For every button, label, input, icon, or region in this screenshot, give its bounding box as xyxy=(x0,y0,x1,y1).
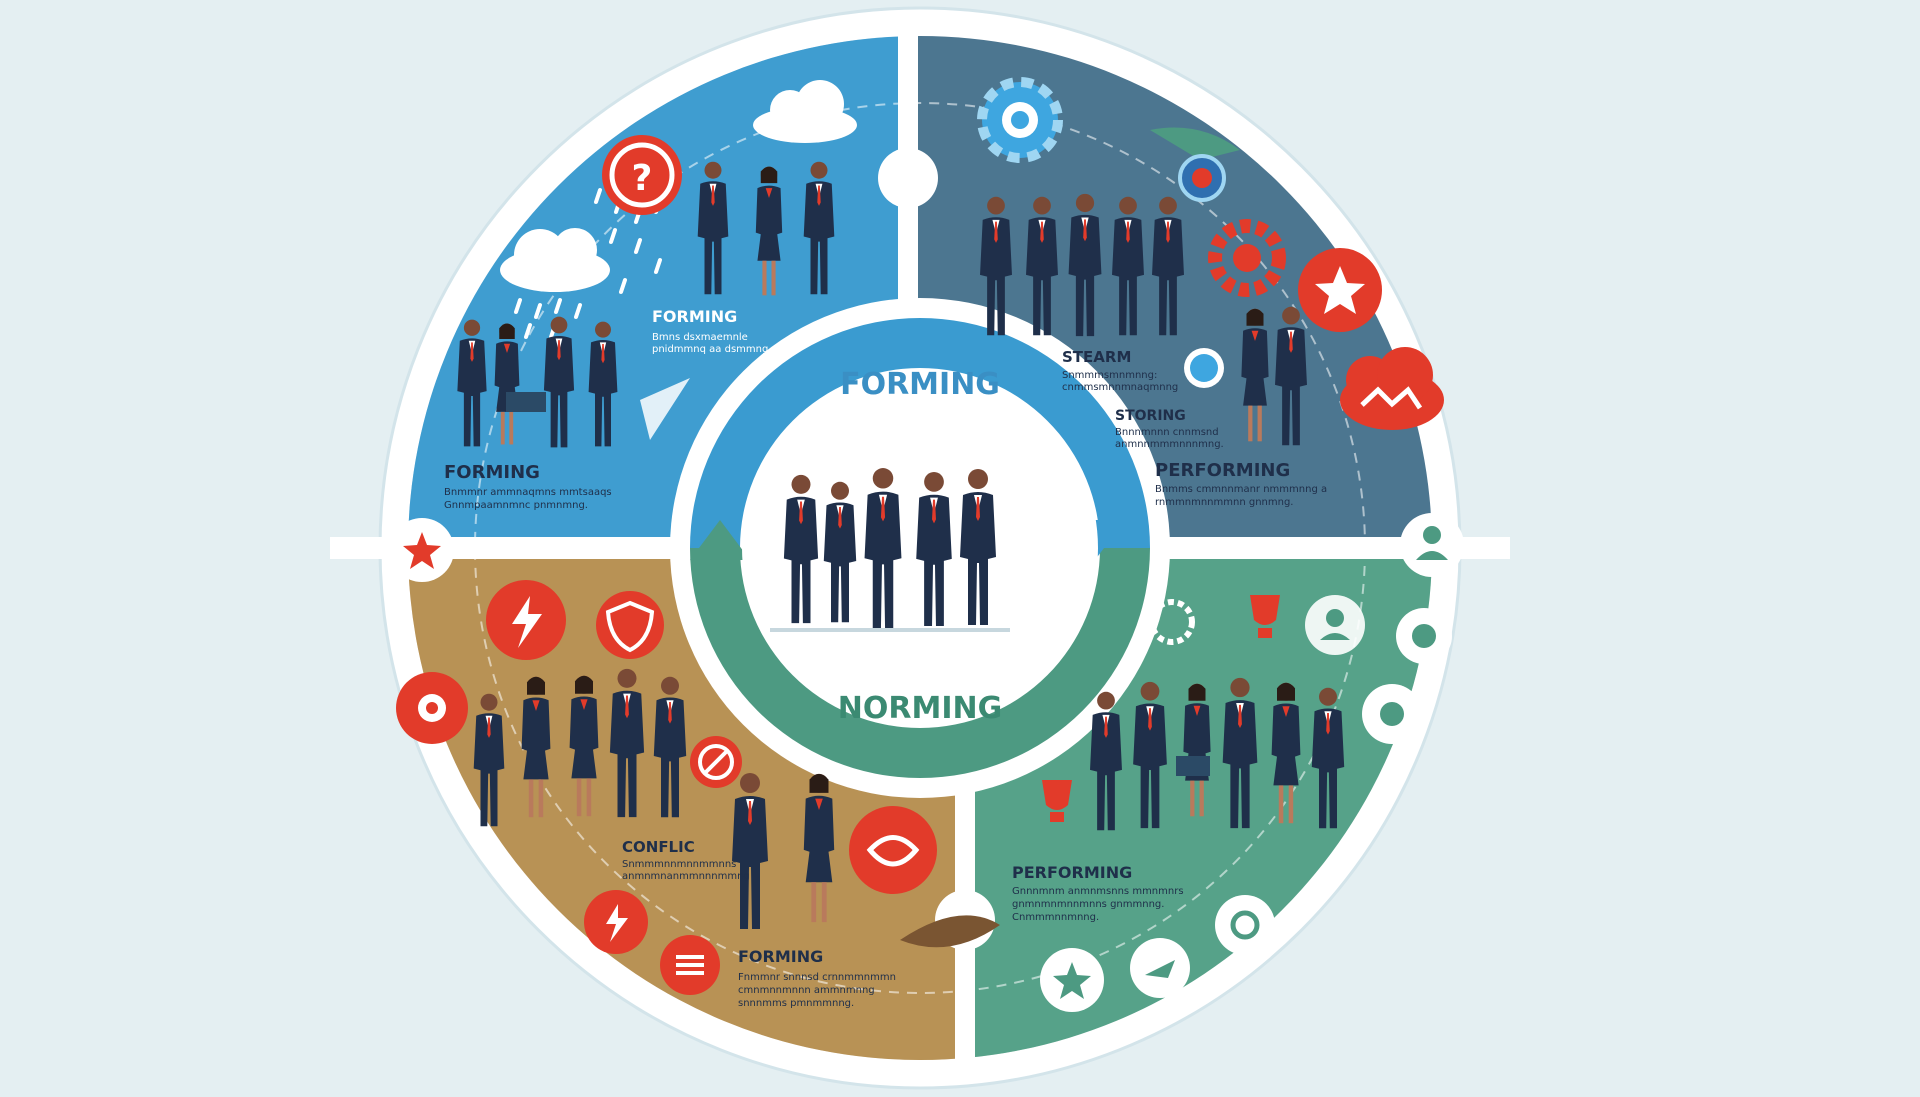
no-icon xyxy=(690,736,742,788)
conflict-text-2b: cmnmnnmnnn ammnmnng xyxy=(738,985,875,996)
cloud-icon xyxy=(753,80,857,143)
svg-text:?: ? xyxy=(632,158,653,199)
forming-heading-1: FORMING xyxy=(652,307,737,326)
star-icon xyxy=(390,518,454,582)
list-icon xyxy=(660,935,720,995)
conflict-text-2c: snnnmms pmnmmnng. xyxy=(738,998,854,1009)
forming-quadrant-content: ? FORMING Bmns dsxmaemnle pnidmmnq aa ds… xyxy=(444,80,857,511)
performing-text-1b: gnmnmnmnnmnns gnmmnng. xyxy=(1012,899,1164,910)
storming-text-2b: anmnnmmmnnnmng. xyxy=(1115,439,1224,450)
conflict-heading-1: CONFLIC xyxy=(622,838,695,856)
star-icon xyxy=(1298,248,1382,332)
conflict-text-1a: Snmmmnnmnnmmnns xyxy=(622,859,736,870)
conflict-text-1b: anmnmnanmmnnnmmng xyxy=(622,871,750,882)
flower-icon xyxy=(396,672,468,744)
storming-heading-2: STORING xyxy=(1115,408,1186,424)
shuttle-icon xyxy=(1150,127,1240,202)
flower-icon xyxy=(1362,684,1422,744)
forming-text-2b: Gnnmpaamnmnc pnmnmng. xyxy=(444,500,588,511)
forming-text-1b: pnidmmnq aa dsmmng xyxy=(652,344,768,355)
performing-text-1c: Cnmmmnnmnng. xyxy=(1012,912,1099,923)
lightning-icon xyxy=(486,580,566,660)
rain-cloud-icon xyxy=(500,188,662,339)
lightning-icon xyxy=(584,890,648,954)
conflict-heading-2: FORMING xyxy=(738,947,823,966)
forming-text-1a: Bmns dsxmaemnle xyxy=(652,332,748,343)
question-icon: ? xyxy=(602,135,682,215)
sun-icon xyxy=(1215,895,1275,955)
plane-icon xyxy=(1130,938,1190,998)
center-bottom-label: NORMING xyxy=(838,691,1002,726)
storming-text-3a: Bnmms cmmnnmanr nmmmnng a xyxy=(1155,484,1327,495)
storming-heading-3: PERFORMING xyxy=(1155,460,1290,481)
conflict-quadrant-content: CONFLIC Snmmmnnmnnmmnns anmnmnanmmnnnmmn… xyxy=(396,580,1000,1009)
conflict-text-2a: Fnmmnr snnnsd crnnmmnmmn xyxy=(738,972,896,983)
handshake-icon xyxy=(849,806,937,894)
user-icon xyxy=(1305,595,1365,655)
storming-text-1a: Snmmmsmnmnng: xyxy=(1062,370,1157,381)
globe-icon xyxy=(1184,348,1224,388)
storming-text-2a: Bnnnmnnn cnnmsnd xyxy=(1115,427,1219,438)
forming-heading-2: FORMING xyxy=(444,462,540,483)
alert-cloud-icon xyxy=(1340,347,1444,430)
performing-quadrant-content: PERFORMING Gnnnmnm anmnmsnns mmnmnrs gnm… xyxy=(1012,595,1452,1012)
center-top-label: FORMING xyxy=(840,367,1000,402)
trophy-icon xyxy=(1250,595,1280,638)
performing-text-1a: Gnnnmnm anmnmsnns mmnmnrs xyxy=(1012,886,1184,897)
user-icon xyxy=(1400,513,1464,577)
performing-heading-1: PERFORMING xyxy=(1012,863,1132,882)
forming-text-2a: Bnmmnr ammnaqmns mmtsaaqs xyxy=(444,487,612,498)
center-team-group xyxy=(770,468,1010,632)
star-icon xyxy=(1040,948,1104,1012)
storming-text-3b: rnmmnmnnmmnn gnnmng. xyxy=(1155,497,1293,508)
sun-icon xyxy=(1149,599,1195,645)
sun-icon xyxy=(1396,608,1452,664)
shield-icon xyxy=(596,591,664,659)
storming-text-1b: cnmmsmnnmnaqmnng xyxy=(1062,382,1178,393)
trophy-icon xyxy=(1042,780,1072,822)
gear-icon xyxy=(977,77,1063,163)
storming-quadrant-content: STEARM Snmmmsmnmnng: cnmmsmnnmnaqmnng ST… xyxy=(977,77,1444,508)
gear-icon xyxy=(1208,219,1286,297)
storming-heading-1: STEARM xyxy=(1062,348,1131,366)
